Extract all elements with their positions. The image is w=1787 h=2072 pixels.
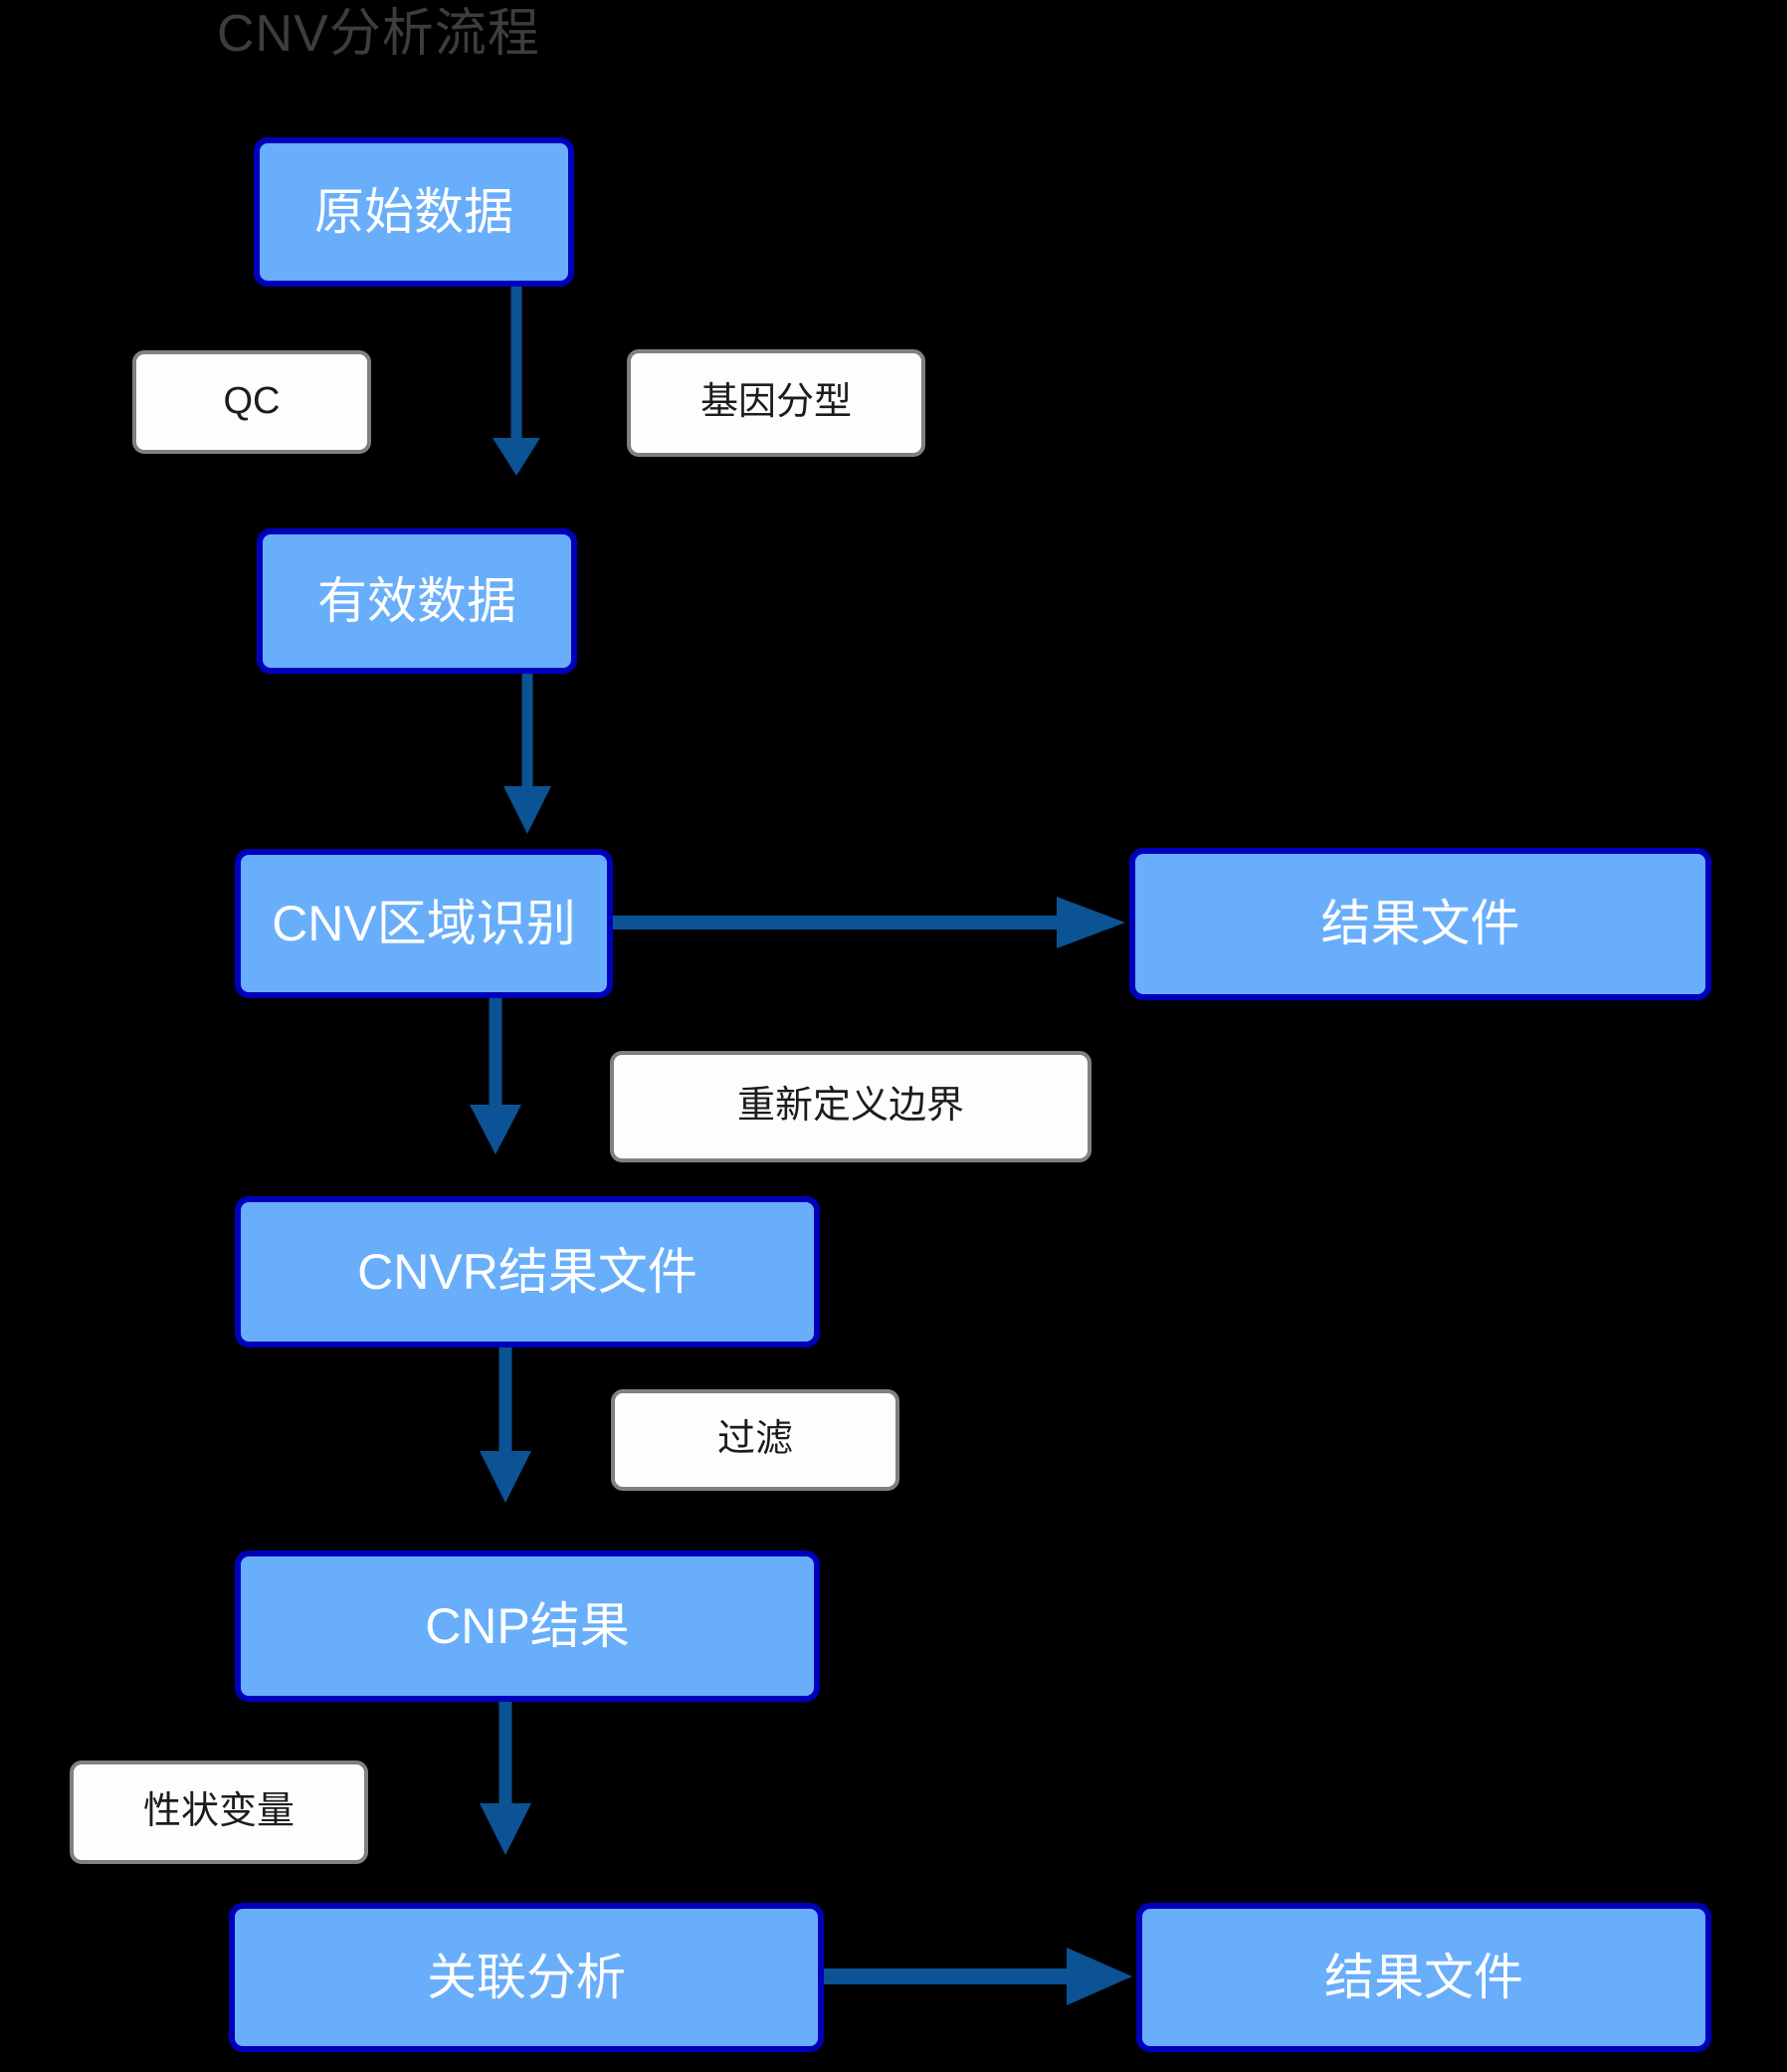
edge-label-redefine: 重新定义边界: [610, 1051, 1092, 1162]
edge-label-genotyping: 基因分型: [627, 349, 925, 457]
node-cnvr-file[interactable]: CNVR结果文件: [235, 1196, 820, 1347]
node-assoc-analysis[interactable]: 关联分析: [229, 1903, 824, 2052]
page-title: CNV分析流程: [217, 5, 540, 63]
node-valid-data[interactable]: 有效数据: [257, 528, 577, 674]
edge-label-qc: QC: [132, 350, 371, 454]
edge-label-trait: 性状变量: [70, 1761, 368, 1864]
edge-label-filter: 过滤: [611, 1389, 899, 1491]
node-result-file-1[interactable]: 结果文件: [1129, 848, 1711, 1000]
node-raw-data[interactable]: 原始数据: [254, 137, 574, 287]
node-result-file-2[interactable]: 结果文件: [1136, 1903, 1711, 2052]
node-cnp-result[interactable]: CNP结果: [235, 1551, 820, 1702]
node-cnv-region[interactable]: CNV区域识别: [235, 849, 613, 998]
